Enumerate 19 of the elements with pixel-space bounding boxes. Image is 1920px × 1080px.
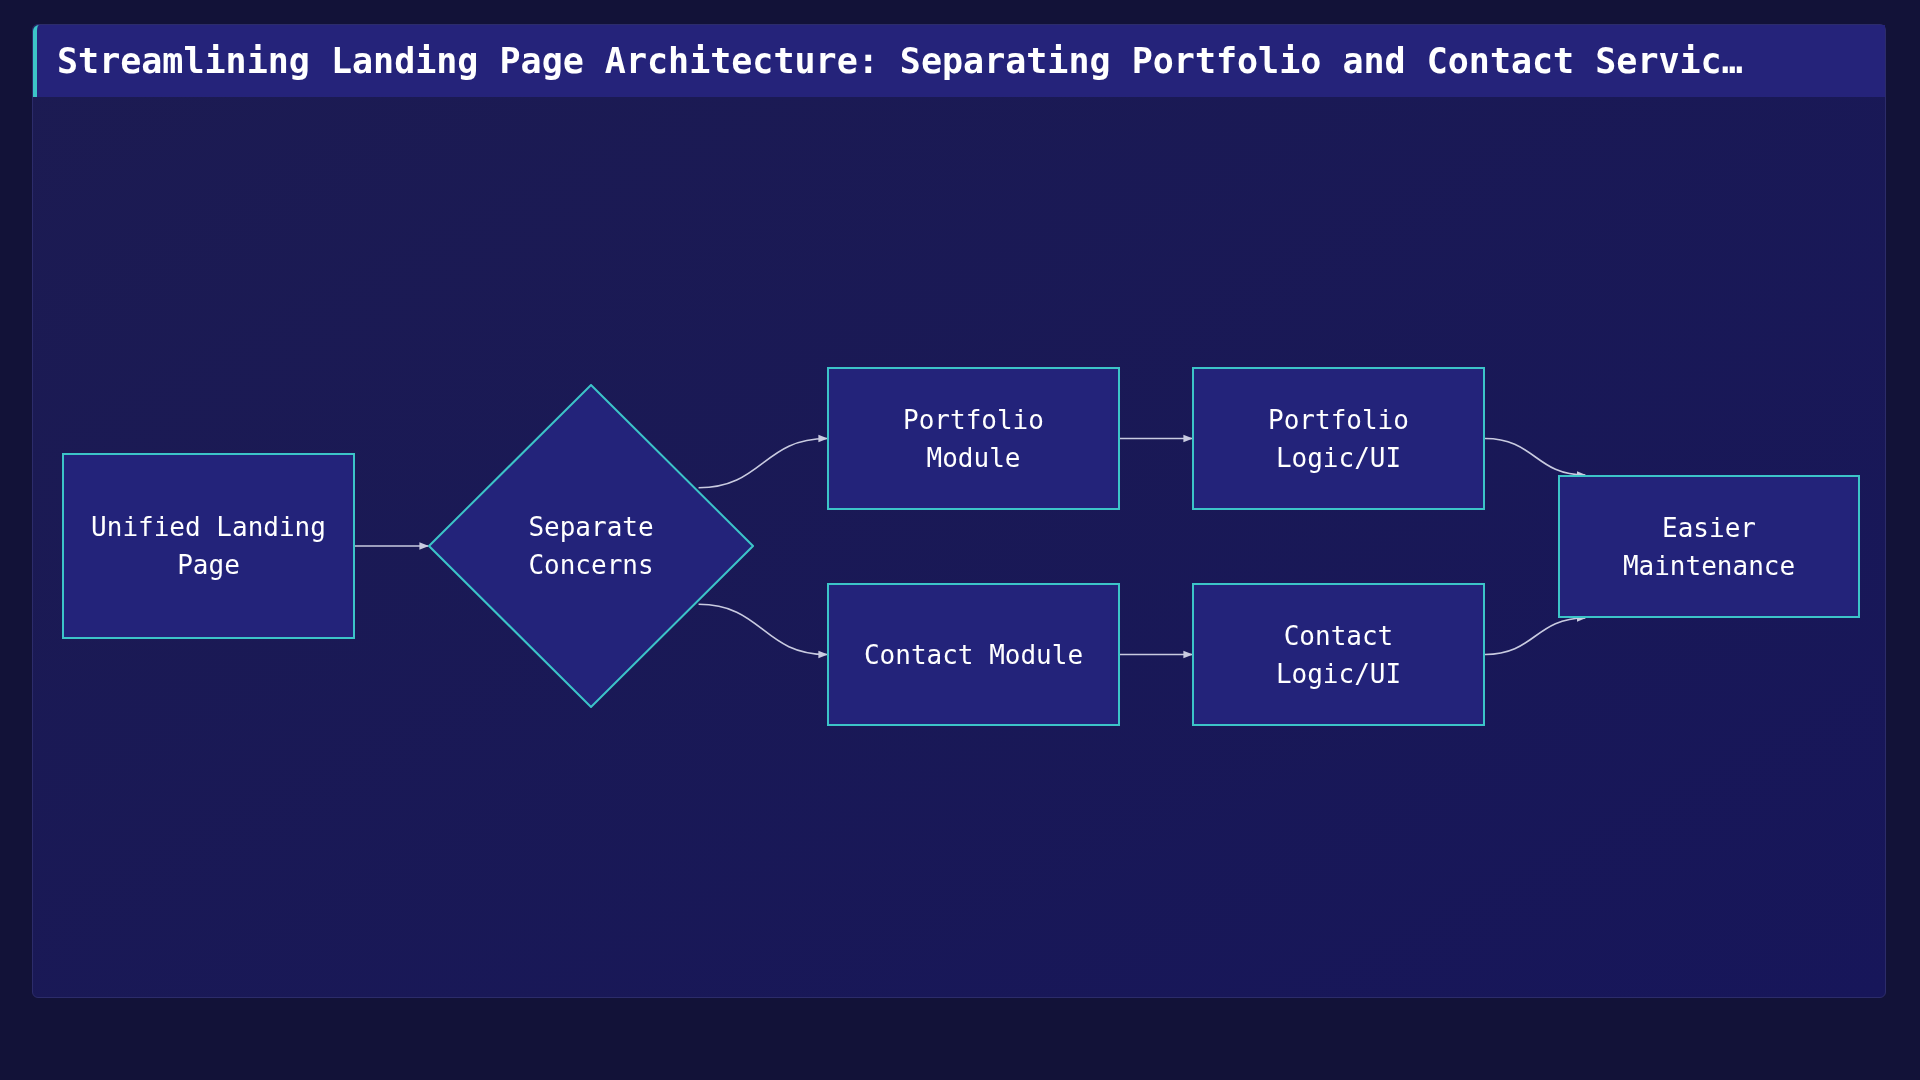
- node-label: Portfolio Logic/UI: [1267, 403, 1410, 475]
- process-box: [1192, 367, 1485, 510]
- node-label: Unified Landing Page: [90, 511, 327, 582]
- process-box: [1558, 475, 1860, 618]
- node-label: Contact Logic/UI: [1274, 619, 1403, 691]
- node-label: Contact Module: [862, 638, 1085, 672]
- node-label: Portfolio Module: [902, 403, 1045, 475]
- process-box: [1192, 583, 1485, 726]
- arrow: [354, 542, 429, 550]
- arrow: [1119, 650, 1193, 659]
- arrow: [697, 603, 828, 658]
- process-box: [827, 367, 1120, 510]
- arrow: [697, 435, 828, 489]
- title: Streamlining Landing Page Architecture: Separating Portfolio and Contact Servic…: [57, 39, 1743, 83]
- process-box: [827, 583, 1120, 726]
- arrow: [1119, 434, 1193, 443]
- process-box: [62, 453, 355, 639]
- node-label: Separate Concerns: [527, 511, 655, 582]
- node-label: Easier Maintenance: [1621, 511, 1797, 583]
